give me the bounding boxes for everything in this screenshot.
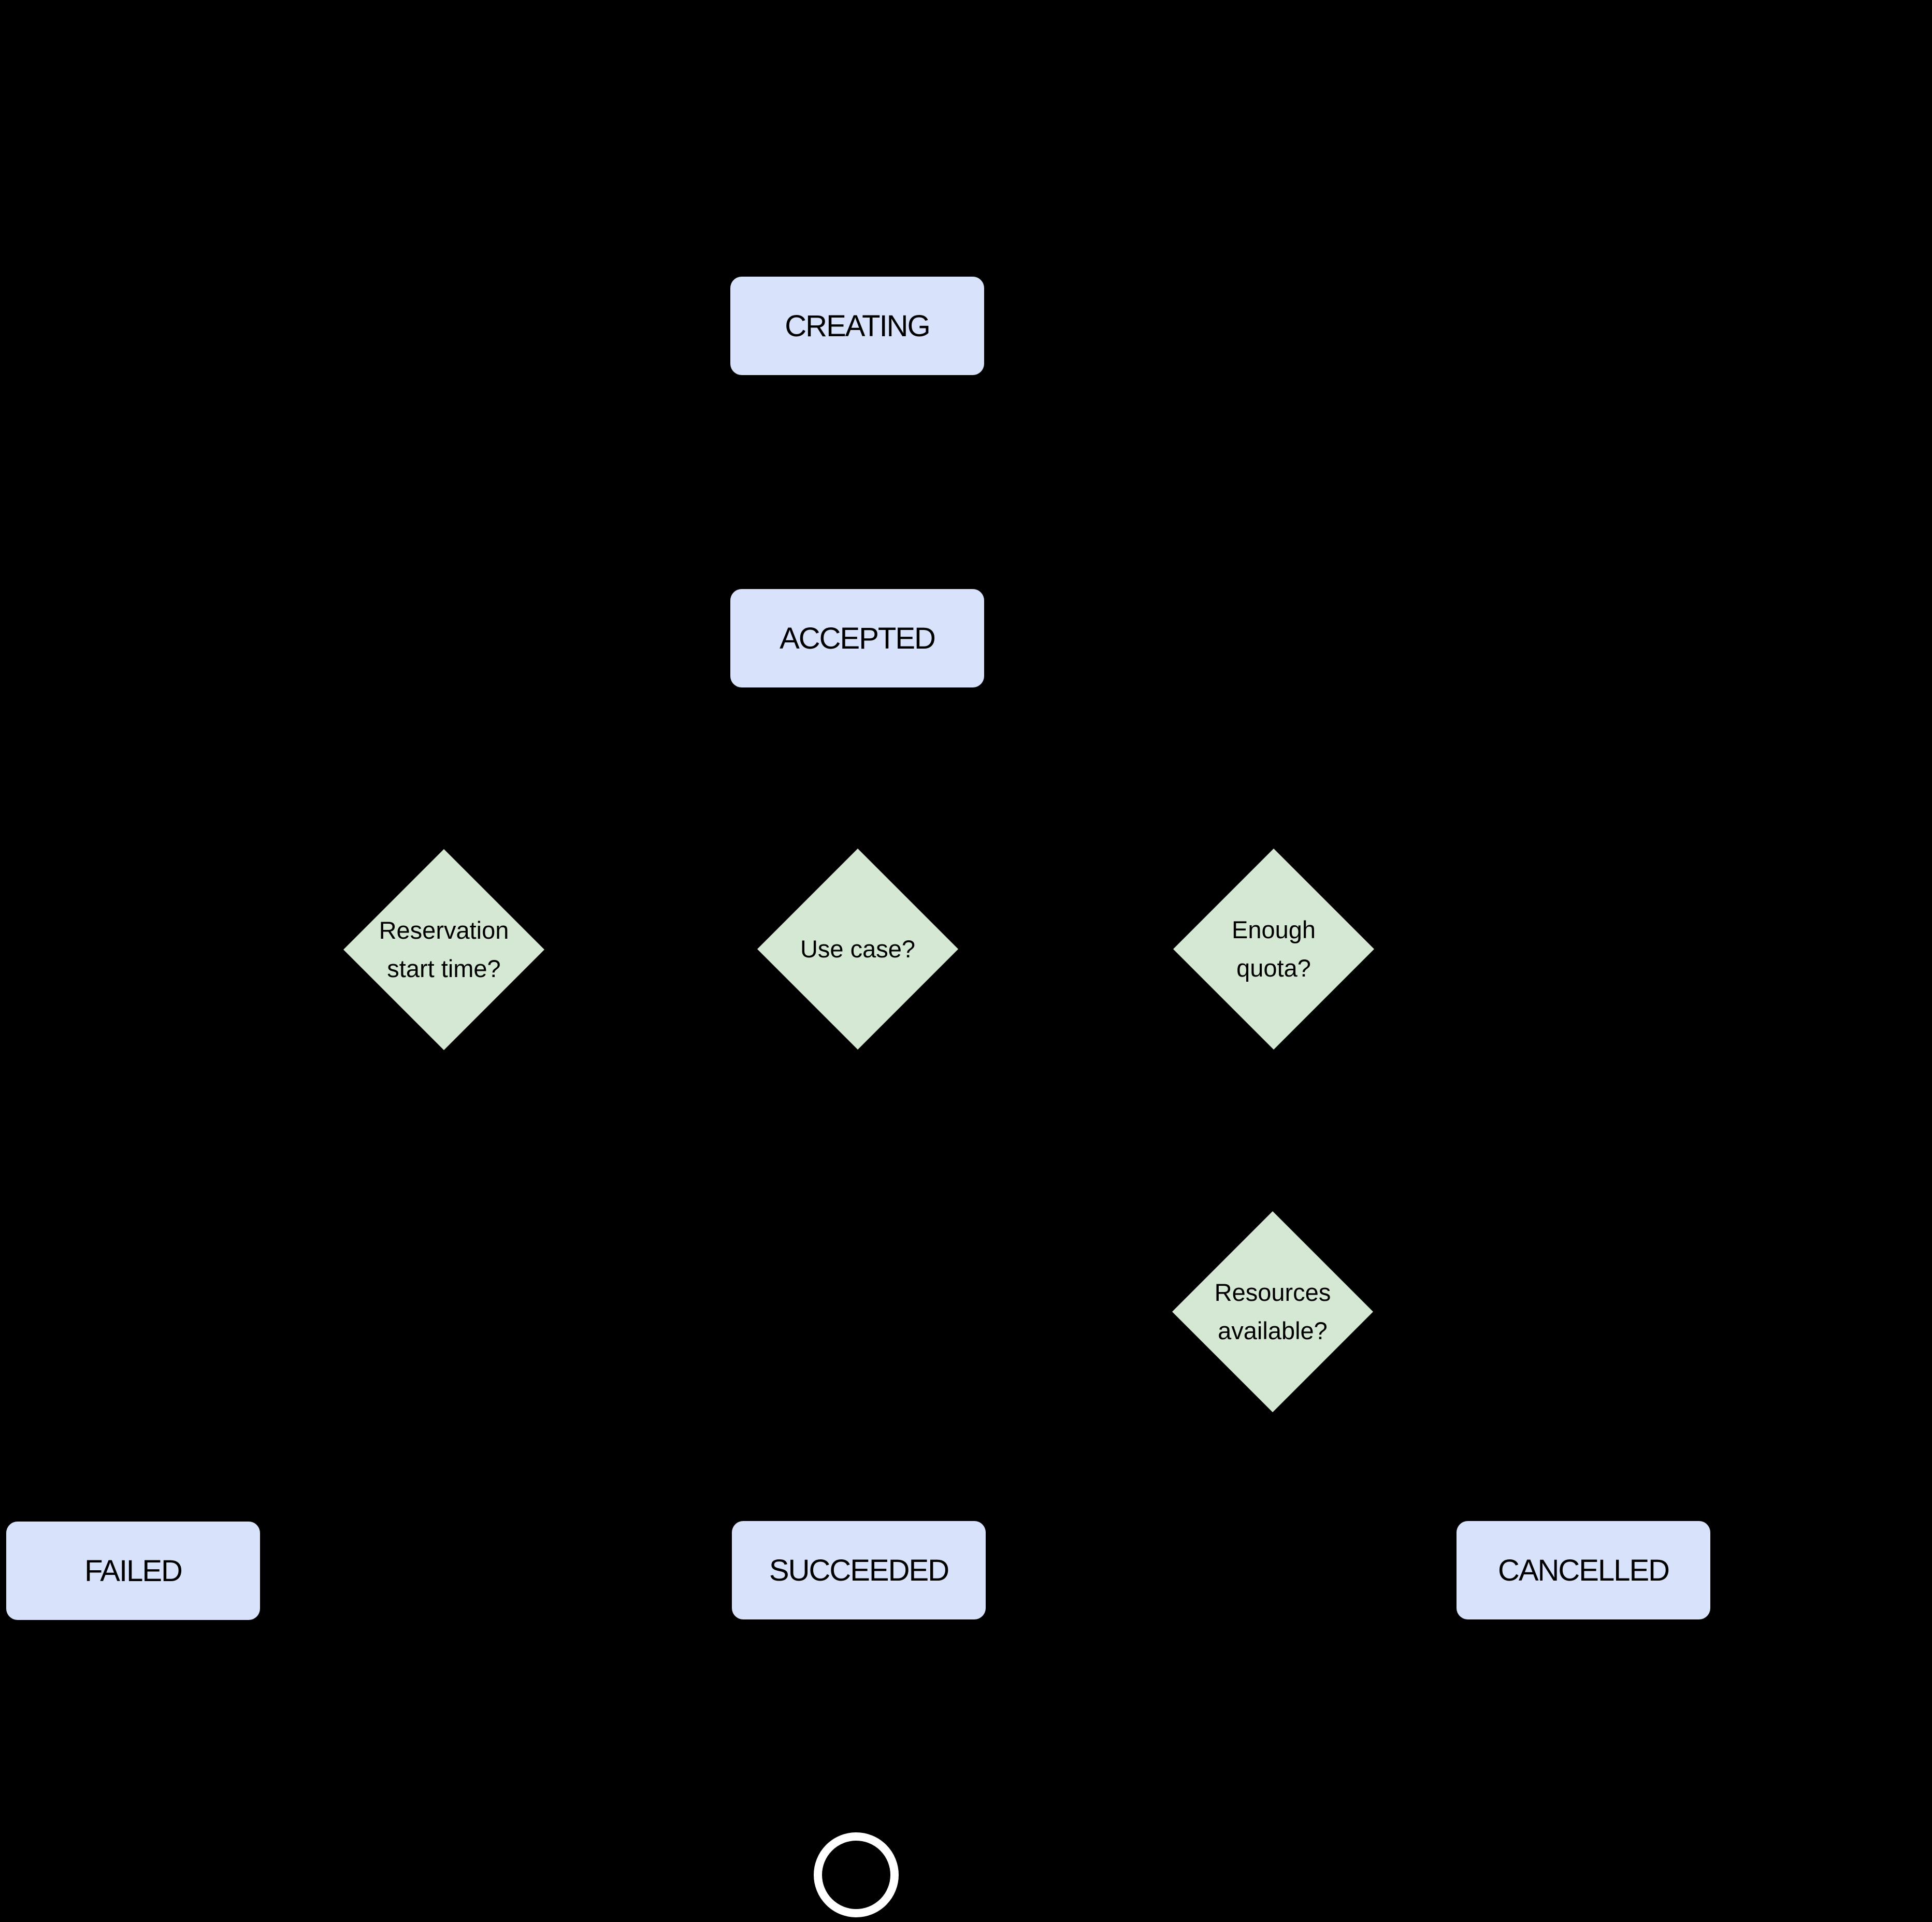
- state-node-failed: FAILED: [6, 1522, 260, 1620]
- decision-node-enough-quota: Enough quota?: [1173, 849, 1374, 1050]
- state-label-cancelled: CANCELLED: [1497, 1553, 1670, 1587]
- decision-label-line: Resources: [1214, 1279, 1331, 1306]
- state-label-succeeded: SUCCEEDED: [769, 1553, 949, 1587]
- decision-label-line: start time?: [387, 955, 501, 982]
- state-label-creating: CREATING: [785, 309, 930, 343]
- decision-label-line: Enough: [1231, 916, 1316, 943]
- decision-node-resources-available: Resources available?: [1172, 1211, 1373, 1412]
- decision-node-reservation-start-time: Reservation start time?: [343, 849, 544, 1050]
- decision-label-line: quota?: [1236, 954, 1311, 982]
- state-node-creating: CREATING: [730, 277, 984, 375]
- state-label-failed: FAILED: [84, 1554, 183, 1588]
- decision-label-line: Use case?: [800, 935, 916, 963]
- state-node-cancelled: CANCELLED: [1457, 1521, 1710, 1619]
- state-node-accepted: ACCEPTED: [730, 589, 984, 687]
- decision-label-line: available?: [1218, 1317, 1328, 1344]
- decision-node-use-case: Use case?: [757, 849, 958, 1050]
- state-label-accepted: ACCEPTED: [780, 621, 936, 655]
- state-node-succeeded: SUCCEEDED: [732, 1521, 986, 1619]
- decision-label-line: Reservation: [379, 916, 509, 944]
- flow-end-circle-icon: [814, 1832, 899, 1917]
